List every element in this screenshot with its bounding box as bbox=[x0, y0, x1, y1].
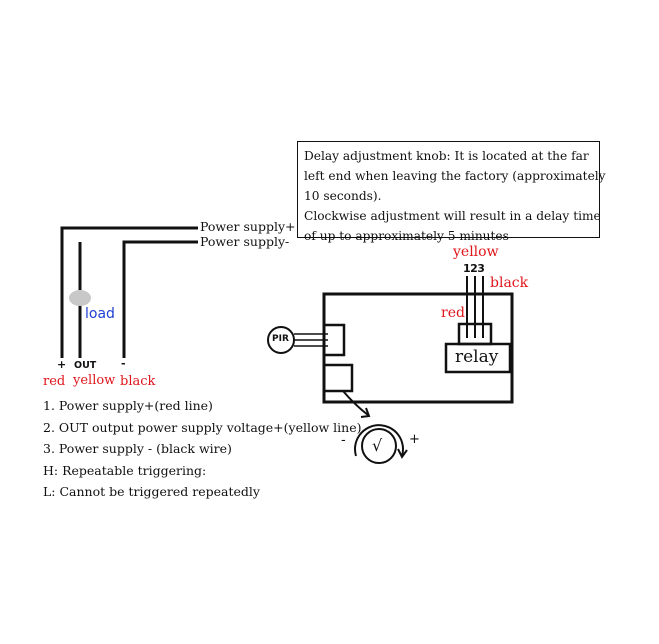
delay-knob-note: Delay adjustment knob: It is located at … bbox=[297, 141, 606, 243]
red-wire bbox=[60, 226, 198, 358]
terminal-black-label: black bbox=[120, 374, 156, 389]
relay-box bbox=[444, 342, 512, 374]
terminal-red-label: red bbox=[43, 374, 66, 389]
note-line: 10 seconds). bbox=[304, 189, 382, 203]
knob-arrow-head bbox=[360, 407, 371, 418]
minus-terminal-symbol: - bbox=[121, 357, 126, 370]
out-terminal-symbol: OUT bbox=[74, 360, 97, 371]
knob-arrow bbox=[342, 390, 369, 416]
power-supply-minus-label: Power supply- bbox=[200, 234, 290, 249]
knob-plus-label: + bbox=[409, 432, 420, 447]
knob-housing bbox=[322, 363, 354, 393]
power-supply-plus-label: Power supply+ bbox=[200, 219, 296, 234]
pin-black-label: black bbox=[490, 275, 529, 291]
load-indicator bbox=[69, 290, 91, 306]
load-label: load bbox=[85, 306, 115, 322]
knob-outer bbox=[361, 428, 397, 464]
legend-item: H: Repeatable triggering: bbox=[43, 462, 207, 478]
note-line: left end when leaving the factory (appro… bbox=[304, 169, 606, 183]
pir-sensor bbox=[267, 326, 295, 354]
pin-red-label: red bbox=[441, 305, 465, 321]
note-line: of up to approximately 5 minutes bbox=[304, 229, 509, 243]
knob-rotation-ring bbox=[354, 424, 404, 457]
pin-yellow-label: yellow bbox=[453, 244, 499, 260]
pin-numbers: 123 bbox=[463, 262, 485, 275]
terminal-yellow-label: yellow bbox=[73, 373, 116, 388]
sensor-module bbox=[267, 276, 514, 464]
knob-rotation-arrow-head bbox=[397, 448, 408, 459]
legend-item: 3. Power supply - (black wire) bbox=[43, 441, 232, 456]
pir-label: PIR bbox=[272, 334, 289, 344]
legend-item: 1. Power supply+(red line) bbox=[43, 398, 213, 413]
knob-minus-label: - bbox=[341, 433, 346, 448]
wiring-legend: 1. Power supply+(red line) 2. OUT output… bbox=[43, 395, 362, 503]
note-line: Clockwise adjustment will result in a de… bbox=[304, 209, 601, 223]
relay-pins bbox=[466, 276, 484, 338]
legend-item: 2. OUT output power supply voltage+(yell… bbox=[43, 419, 362, 435]
legend-item: L: Cannot be triggered repeatedly bbox=[43, 484, 260, 499]
plus-terminal-symbol: + bbox=[57, 358, 67, 371]
note-line: Delay adjustment knob: It is located at … bbox=[304, 149, 589, 163]
pir-leads bbox=[294, 333, 328, 347]
knob-check-symbol: √ bbox=[372, 436, 383, 455]
black-wire bbox=[122, 240, 198, 358]
relay-label: relay bbox=[455, 347, 499, 367]
